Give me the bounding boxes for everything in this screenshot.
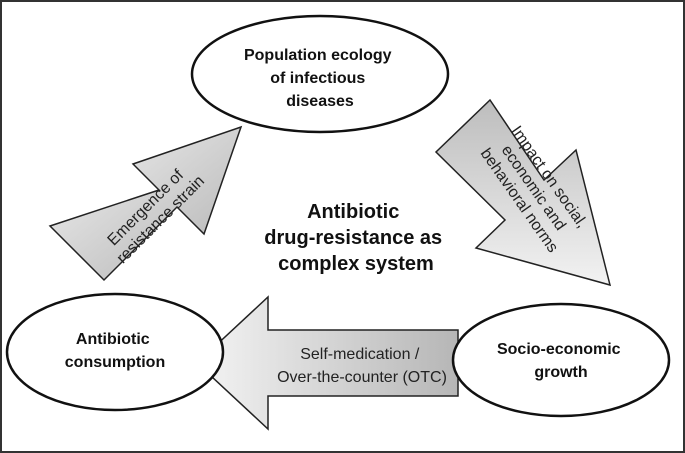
node-socio-economic: Socio-economic growth [451, 302, 671, 418]
node-population-line-2: of infectious [270, 70, 365, 87]
node-socio-economic-line-1: Socio-economic [497, 341, 621, 358]
node-consumption-line-2: consumption [65, 354, 165, 371]
node-socio-economic-label: Socio-economic growth [497, 341, 625, 381]
node-antibiotic-consumption: Antibiotic consumption [5, 292, 225, 412]
node-consumption-label: Antibiotic consumption [65, 331, 165, 371]
node-population-ellipse [190, 14, 450, 134]
node-population-line-1: Population ecology [244, 47, 392, 64]
node-population-label: Population ecology of infectious disease… [244, 47, 396, 110]
center-title-line-3: complex system [278, 253, 434, 275]
node-consumption-ellipse [5, 292, 225, 412]
node-socio-economic-ellipse [451, 302, 671, 418]
arrow-impact-shape [434, 98, 612, 287]
arrow-emergence-shape [48, 125, 243, 282]
node-socio-economic-line-2: growth [534, 364, 587, 381]
arrow-selfmed-label: Self-medication / Over-the-counter (OTC) [277, 346, 447, 386]
arrow-selfmed-line-1: Self-medication / [300, 346, 420, 363]
node-population-line-3: diseases [286, 93, 354, 110]
center-title-line-2: drug-resistance as [264, 227, 442, 249]
center-title-line-1: Antibiotic [307, 201, 399, 223]
node-consumption-line-1: Antibiotic [76, 331, 150, 348]
node-population-ecology: Population ecology of infectious disease… [190, 14, 450, 134]
arrow-selfmed: Self-medication / Over-the-counter (OTC) [195, 295, 459, 431]
center-title: Antibiotic drug-resistance as complex sy… [264, 201, 447, 275]
arrow-selfmed-line-2: Over-the-counter (OTC) [277, 369, 447, 386]
